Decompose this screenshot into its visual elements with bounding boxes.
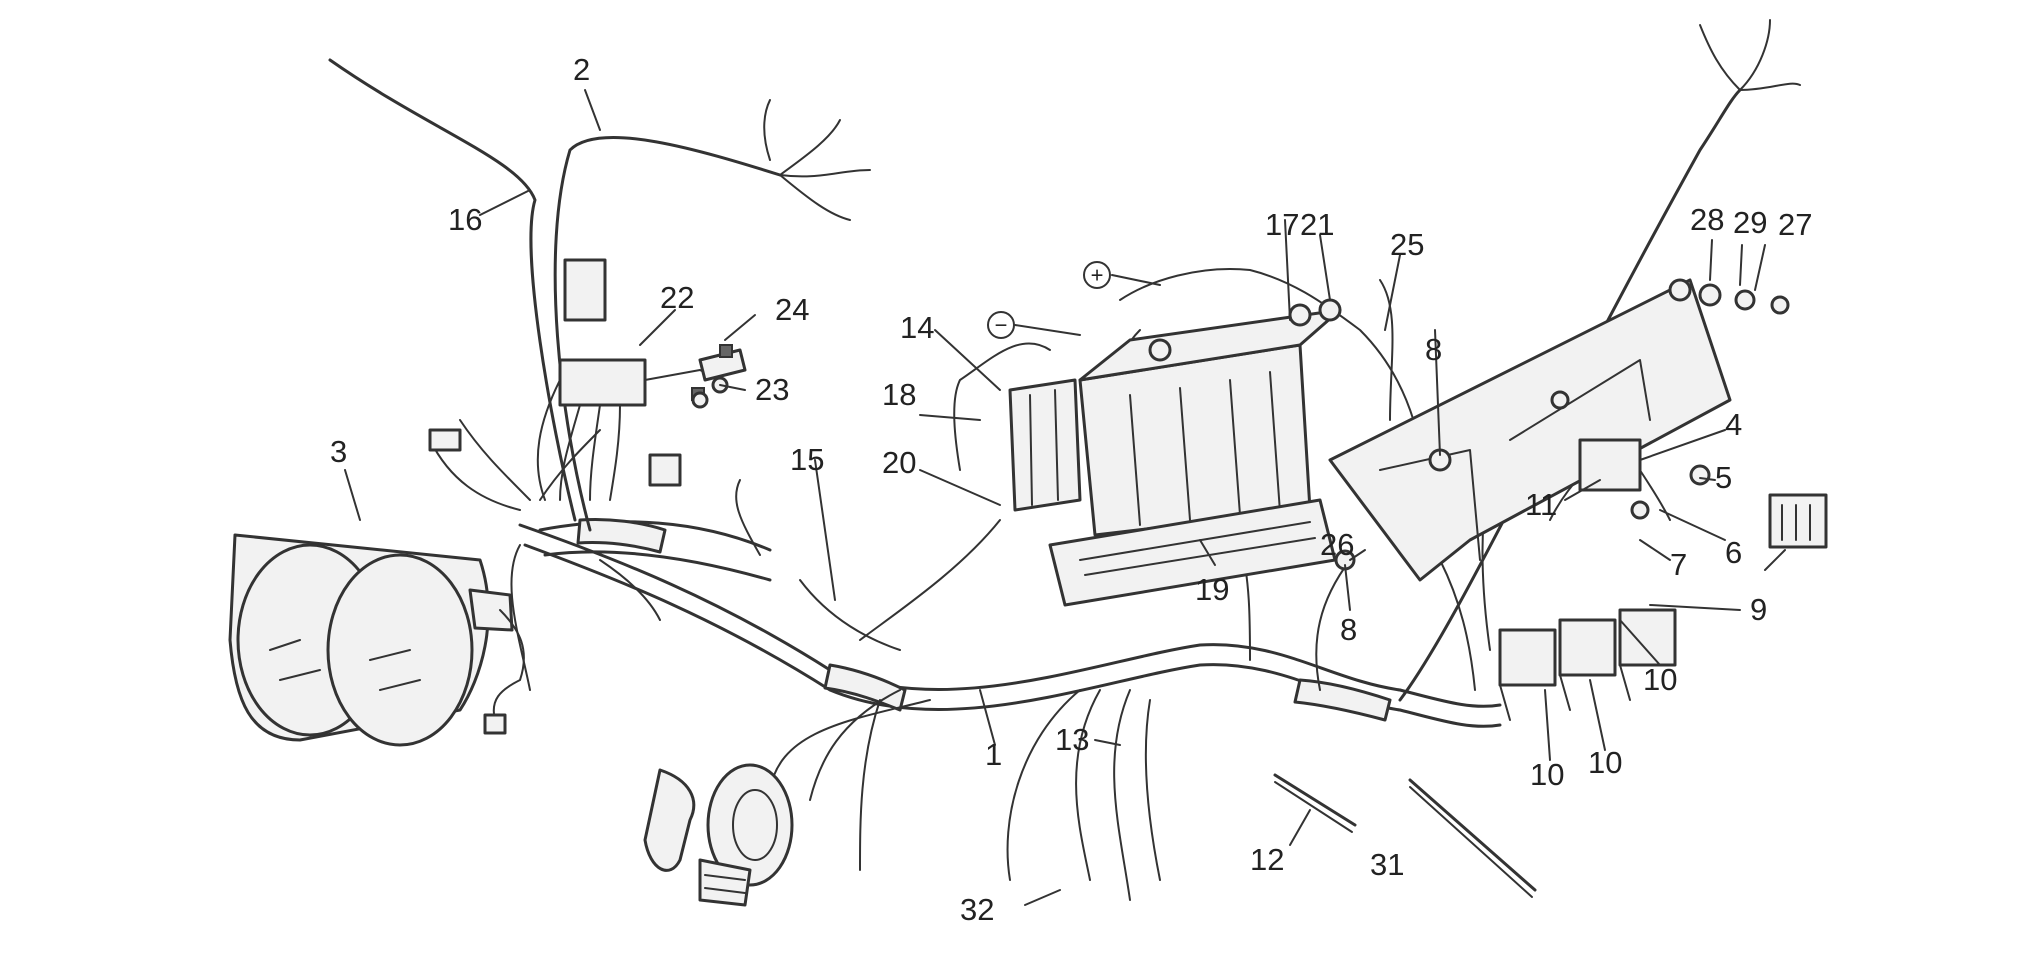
callout-27: 27 — [1778, 207, 1812, 242]
callout-7: 7 — [1670, 547, 1687, 582]
callout-22: 22 — [660, 280, 694, 315]
callout-1: 1 — [985, 737, 1002, 772]
callout-19: 19 — [1195, 572, 1229, 607]
callout-10b: 10 — [1530, 757, 1564, 792]
regulator — [1008, 378, 1082, 512]
callout-8b: 8 — [1340, 612, 1357, 647]
callout-28: 28 — [1690, 202, 1724, 237]
callout-2: 2 — [573, 52, 590, 87]
callout-17: 17 — [1265, 207, 1299, 242]
callout-32: 32 — [960, 892, 994, 927]
relays — [1498, 438, 1677, 721]
callout-5: 5 — [1715, 460, 1732, 495]
positive-symbol: + — [1091, 263, 1104, 288]
callout-21: 21 — [1300, 207, 1334, 242]
callout-24: 24 — [775, 292, 809, 327]
callout-25: 25 — [1390, 227, 1424, 262]
callout-13: 13 — [1055, 722, 1089, 757]
negative-symbol: − — [995, 313, 1008, 338]
callout-11: 11 — [1525, 487, 1557, 522]
callout-31: 31 — [1370, 847, 1404, 882]
fuse-box — [1768, 493, 1828, 549]
callout-9: 9 — [1750, 592, 1767, 627]
callout-14: 14 — [900, 310, 934, 345]
callout-6: 6 — [1725, 535, 1742, 570]
callout-3: 3 — [330, 434, 347, 469]
callout-labels: 1 2 3 4 5 6 7 8 8 9 10 10 10 11 12 13 14… — [330, 52, 1812, 927]
callout-10a: 10 — [1643, 662, 1677, 697]
horn — [643, 763, 794, 907]
callout-20: 20 — [882, 445, 916, 480]
cable-ties — [1273, 773, 1537, 898]
callout-12: 12 — [1250, 842, 1284, 877]
branch-wires — [328, 19, 1801, 901]
callout-16: 16 — [448, 202, 482, 237]
main-harness — [518, 518, 1502, 728]
callout-4: 4 — [1725, 407, 1742, 442]
callout-23: 23 — [755, 372, 789, 407]
mounting-bracket — [1328, 278, 1732, 582]
callout-26: 26 — [1320, 527, 1354, 562]
leader-lines — [344, 89, 1786, 906]
connector-block — [428, 258, 747, 501]
polarity-symbols: + − — [987, 261, 1161, 339]
callout-10c: 10 — [1588, 745, 1622, 780]
callout-8a: 8 — [1425, 332, 1442, 367]
callout-15: 15 — [790, 442, 824, 477]
callout-18: 18 — [882, 377, 916, 412]
positive-terminal-icon — [1083, 261, 1111, 289]
headlight — [228, 533, 525, 747]
battery — [1048, 303, 1342, 607]
callout-29: 29 — [1733, 205, 1767, 240]
